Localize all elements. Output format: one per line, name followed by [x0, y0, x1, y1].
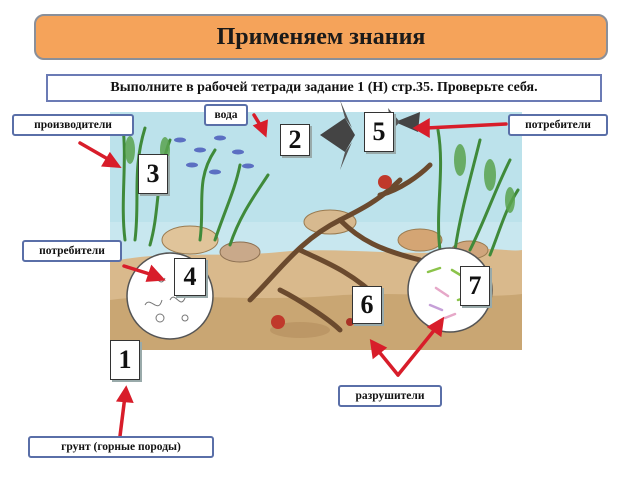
fish-icon [320, 100, 420, 170]
number-6: 6 [352, 286, 382, 324]
number-4: 4 [174, 258, 206, 296]
number-3: 3 [138, 154, 168, 194]
label-water: вода [204, 104, 248, 126]
arrows [78, 113, 508, 438]
title-bar: Применяем знания [34, 14, 608, 60]
label-consumers-top: потребители [508, 114, 608, 136]
number-1: 1 [110, 340, 140, 380]
label-consumers-left: потребители [22, 240, 122, 262]
fish-school-icon [174, 135, 254, 175]
label-soil: грунт (горные породы) [28, 436, 214, 458]
snail-icon [271, 175, 392, 329]
label-decomposers: разрушители [338, 385, 442, 407]
page-title: Применяем знания [216, 23, 426, 50]
task-instruction: Выполните в рабочей тетради задание 1 (Н… [46, 74, 602, 102]
number-7: 7 [460, 266, 490, 306]
label-producers: производители [12, 114, 134, 136]
number-2: 2 [280, 124, 310, 156]
number-5: 5 [364, 112, 394, 152]
